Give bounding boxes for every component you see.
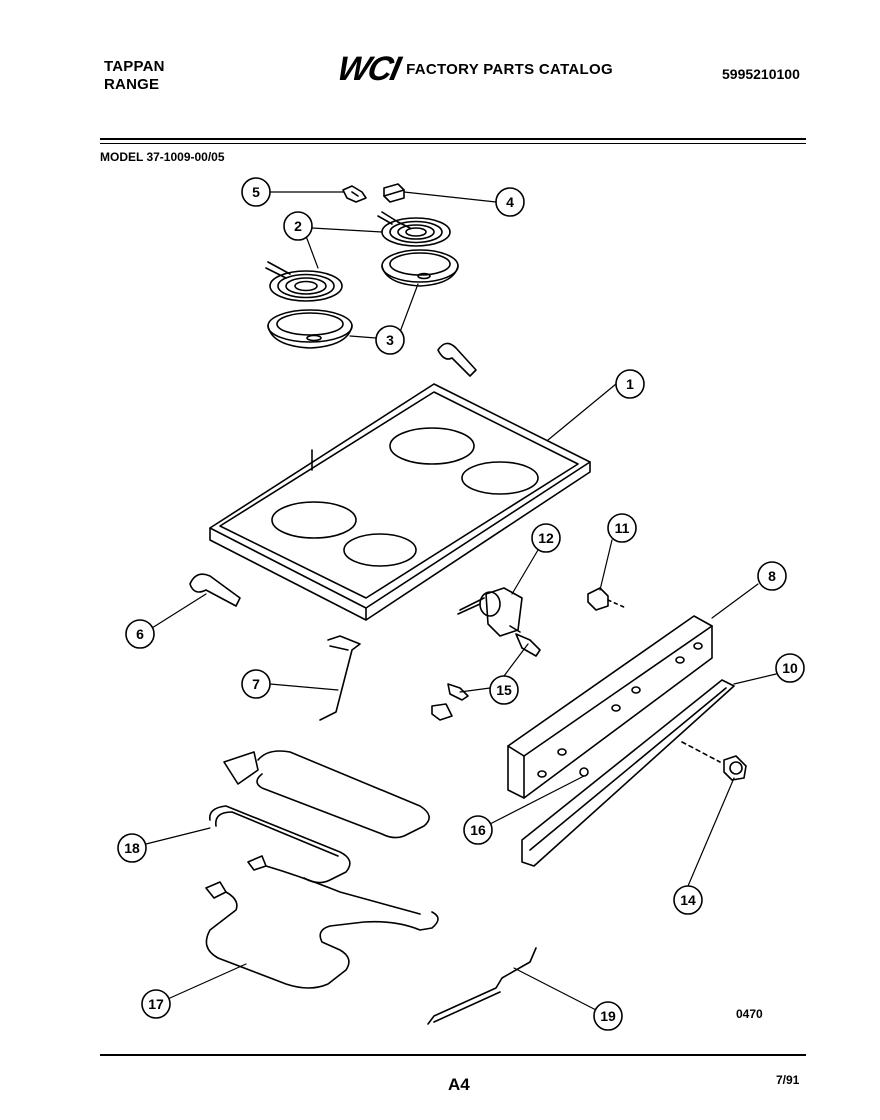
part-12-infinite-switch: [457, 587, 523, 637]
part-6-hinge: [189, 573, 241, 607]
part-7-support-rod: [319, 635, 361, 721]
diagram-code: 0470: [736, 1007, 763, 1021]
callouts: 1 2 3 4 5 6 7 8 10 11 12 14 15 16 17 18 …: [117, 177, 805, 1031]
brand-name: TAPPAN: [104, 58, 165, 75]
callout-15: 15: [489, 675, 519, 705]
brand-block: TAPPAN RANGE: [104, 58, 165, 94]
svg-text:11: 11: [615, 520, 630, 536]
callout-8: 8: [757, 561, 787, 591]
catalog-number: 5995210100: [722, 66, 800, 82]
callout-14: 14: [673, 885, 703, 915]
callout-12: 12: [531, 523, 561, 553]
part-3-upper-drip-bowl: [381, 249, 459, 287]
callout-1: 1: [615, 369, 645, 399]
part-2-lower-element: [265, 261, 343, 302]
part-4-receptacle: [383, 183, 405, 203]
part-11-switch: [587, 587, 627, 611]
catalog-header: WCI FACTORY PARTS CATALOG: [334, 50, 613, 89]
callout-5: 5: [241, 177, 271, 207]
part-8-control-panel: [507, 615, 713, 799]
callout-7: 7: [241, 669, 271, 699]
header-rule-thin: [100, 143, 806, 144]
part-1-cooktop: [209, 383, 591, 621]
svg-text:4: 4: [506, 194, 514, 210]
part-19-bracket: [427, 947, 537, 1025]
svg-text:1: 1: [626, 376, 634, 392]
part-15-switch: [431, 633, 541, 721]
svg-text:14: 14: [680, 892, 696, 908]
callout-11: 11: [607, 513, 637, 543]
part-18-broil-element: [209, 750, 430, 884]
callout-19: 19: [593, 1001, 623, 1031]
callout-16: 16: [463, 815, 493, 845]
svg-text:18: 18: [124, 840, 140, 856]
leader-lines: [145, 191, 777, 1011]
svg-text:19: 19: [600, 1008, 616, 1024]
svg-text:10: 10: [782, 660, 798, 676]
part-2-upper-element: [377, 211, 451, 247]
parts-catalog-page: TAPPAN RANGE WCI FACTORY PARTS CATALOG 5…: [20, 0, 880, 1120]
header-rule-thick: [100, 138, 806, 140]
page-number: A4: [448, 1075, 470, 1094]
model-number: MODEL 37-1009-00/05: [100, 150, 225, 164]
svg-text:16: 16: [470, 822, 486, 838]
revision-date: 7/91: [776, 1073, 800, 1087]
product-type: RANGE: [104, 76, 160, 93]
part-3-lower-drip-bowl: [267, 309, 353, 349]
part-10-trim-strip: [521, 679, 735, 867]
part-14-thermostat: [681, 741, 747, 781]
callout-3: 3: [375, 325, 405, 355]
part-16-screw: [579, 767, 589, 777]
callout-6: 6: [125, 619, 155, 649]
svg-text:17: 17: [148, 996, 164, 1012]
cooktop-hinge-bracket: [437, 342, 477, 377]
callout-4: 4: [495, 187, 525, 217]
svg-text:6: 6: [136, 626, 144, 642]
part-5-clip: [342, 185, 367, 203]
callout-2: 2: [283, 211, 313, 241]
svg-text:5: 5: [252, 184, 260, 200]
svg-text:7: 7: [252, 676, 260, 692]
callout-18: 18: [117, 833, 147, 863]
callout-17: 17: [141, 989, 171, 1019]
svg-text:15: 15: [496, 682, 512, 698]
footer-rule: [100, 1054, 806, 1056]
svg-text:12: 12: [538, 530, 554, 546]
svg-text:3: 3: [386, 332, 394, 348]
callout-10: 10: [775, 653, 805, 683]
part-17-bake-element: [205, 855, 439, 989]
svg-text:8: 8: [768, 568, 776, 584]
svg-text:2: 2: [294, 218, 302, 234]
catalog-title: FACTORY PARTS CATALOG: [406, 61, 613, 78]
